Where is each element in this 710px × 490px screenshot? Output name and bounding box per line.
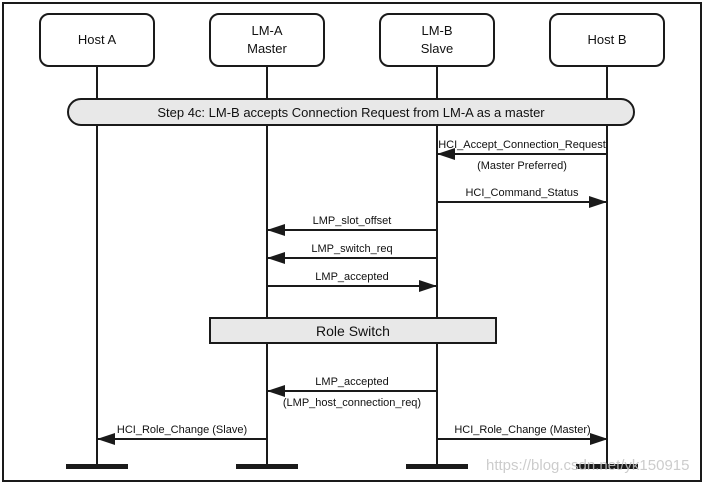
message-label: HCI_Role_Change (Master) [454,424,591,436]
arrowhead-left-icon [437,148,455,160]
lifeline-host-b [606,67,608,465]
message-hci-role-change-slave: HCI_Role_Change (Slave) [97,424,267,445]
message-label: HCI_Role_Change (Slave) [116,424,248,436]
message-lmp-accepted: LMP_accepted [267,271,437,292]
message-label: HCI_Accept_Connection_Request [438,139,606,151]
message-hci-command-status: HCI_Command_Status [437,187,607,208]
message-label: LMP_slot_offset [312,215,392,227]
message-label: LMP_accepted [315,271,389,283]
actor-lm-b-slave: LM-B Slave [379,13,495,67]
termination-bar-host-b [576,464,638,469]
termination-bar-lm-b [406,464,468,469]
message-sublabel: (LMP_host_connection_req) [282,397,422,409]
message-label: LMP_switch_req [311,243,393,255]
step-banner: Step 4c: LM-B accepts Connection Request… [67,98,635,126]
message-label: HCI_Command_Status [465,187,579,199]
arrowhead-left-icon [267,385,285,397]
role-switch-label: Role Switch [316,322,390,339]
termination-bar-host-a [66,464,128,469]
message-sublabel: (Master Preferred) [477,160,567,172]
actor-label: LM-A [251,23,283,39]
lifeline-lm-b [436,67,438,465]
message-lmp-slot-offset: LMP_slot_offset [267,215,437,236]
step-banner-label: Step 4c: LM-B accepts Connection Request… [157,104,545,120]
message-lmp-switch-req: LMP_switch_req [267,243,437,264]
message-label: LMP_accepted [315,376,389,388]
role-switch-box: Role Switch [209,317,497,344]
arrowhead-right-icon [590,433,608,445]
message-hci-role-change-master: HCI_Role_Change (Master) [437,424,608,445]
actor-sublabel: Slave [420,41,454,56]
actor-host-a: Host A [39,13,155,67]
lifeline-lm-a [266,67,268,465]
arrowhead-left-icon [97,433,115,445]
lifeline-host-a [96,67,98,465]
diagram-frame [2,2,702,482]
actor-lm-a-master: LM-A Master [209,13,325,67]
actor-sublabel: Master [247,41,287,56]
actor-label: LM-B [421,23,453,39]
actor-label: Host A [77,32,117,48]
actor-label: Host B [587,32,627,48]
arrowhead-right-icon [419,280,437,292]
arrowhead-left-icon [267,224,285,236]
message-hci-accept-connection-request: HCI_Accept_Connection_Request (Master Pr… [437,139,607,172]
arrowhead-left-icon [267,252,285,264]
arrowhead-right-icon [589,196,607,208]
actor-host-b: Host B [549,13,665,67]
message-lmp-accepted-host-connection: LMP_accepted (LMP_host_connection_req) [267,376,437,409]
termination-bar-lm-a [236,464,298,469]
watermark-text: https://blog.csdn.net/yk150915 [486,457,690,474]
